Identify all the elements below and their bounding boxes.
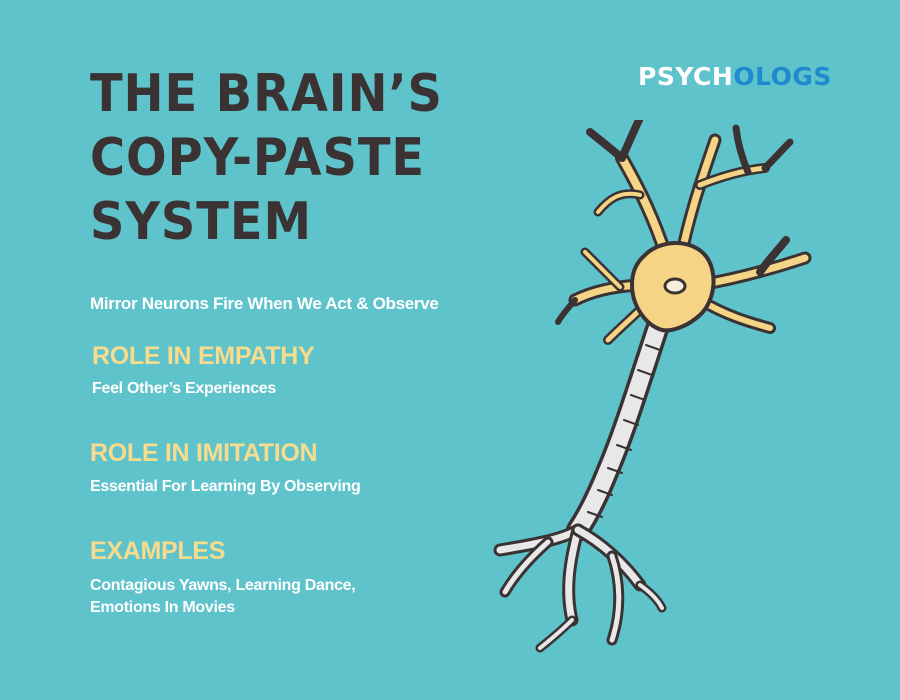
logo-part-1: PSYCH — [638, 62, 734, 91]
neuron-axon — [566, 308, 672, 542]
neuron-nucleus — [663, 277, 687, 295]
neuron-illustration — [493, 120, 812, 653]
section-heading-examples: EXAMPLES — [90, 537, 226, 565]
section-text-empathy: Feel Other’s Experiences — [92, 380, 277, 397]
subtitle: Mirror Neurons Fire When We Act & Observ… — [90, 294, 439, 313]
section-text-examples-2: Emotions In Movies — [90, 599, 235, 616]
logo-part-2: OLOGS — [733, 62, 832, 91]
psychologs-logo: PSYCHOLOGS — [638, 62, 832, 91]
section-text-imitation: Essential For Learning By Observing — [90, 478, 361, 495]
title-line-3: SYSTEM — [90, 192, 312, 252]
title-line-2: COPY-PASTE — [90, 128, 425, 188]
axon-terminals — [493, 523, 667, 653]
section-text-examples-1: Contagious Yawns, Learning Dance, — [90, 577, 356, 594]
dendrites — [555, 120, 812, 345]
page-title: THE BRAIN’S COPY-PASTE SYSTEM — [90, 62, 443, 254]
section-heading-imitation: ROLE IN IMITATION — [90, 439, 318, 467]
title-line-1: THE BRAIN’S — [90, 64, 443, 124]
section-heading-empathy: ROLE IN EMPATHY — [92, 342, 315, 370]
